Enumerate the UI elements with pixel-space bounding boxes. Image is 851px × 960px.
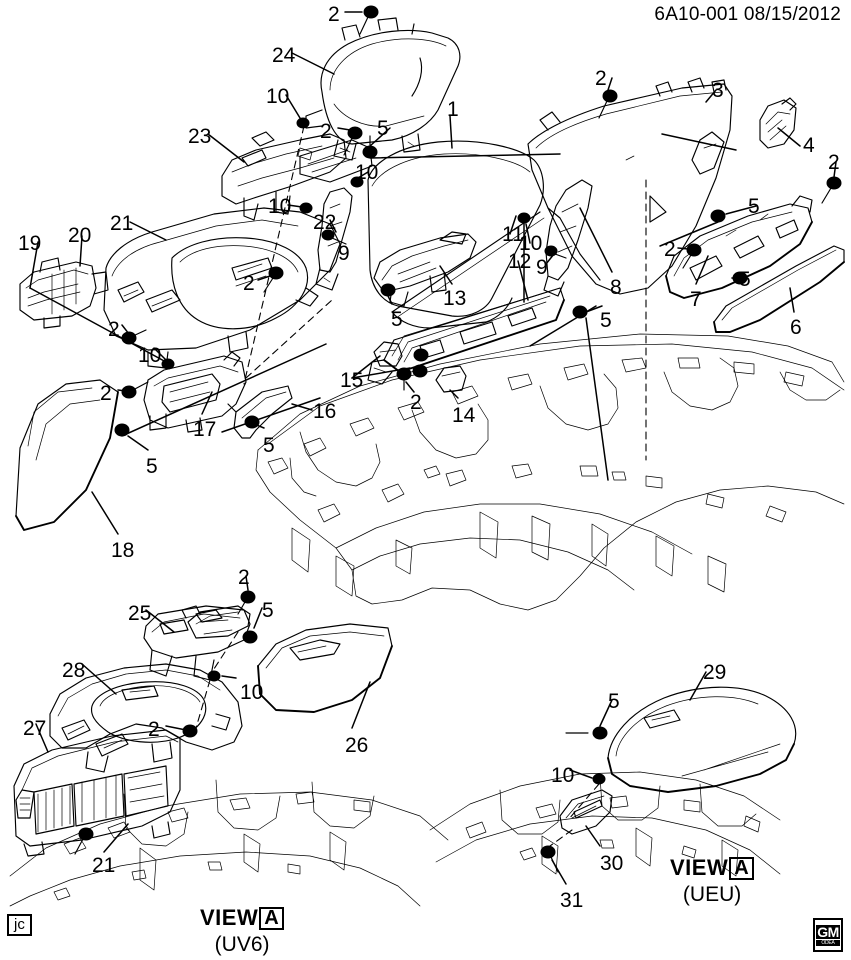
callout-10: 10 <box>551 764 575 787</box>
view-word: VIEW <box>200 905 259 930</box>
view-letter-box: A <box>259 906 285 930</box>
callout-2: 2 <box>664 238 676 261</box>
part-30-clip <box>559 789 613 835</box>
callout-2: 2 <box>410 391 422 414</box>
part-8-pillar-bracket <box>543 179 593 297</box>
callout-4: 4 <box>803 134 815 157</box>
callout-5: 5 <box>377 117 389 140</box>
part-28-console-trim <box>49 663 243 773</box>
console-carrier-uv6-right <box>429 771 781 877</box>
callout-14: 14 <box>452 404 476 427</box>
callout-2: 2 <box>243 272 255 295</box>
callout-9: 9 <box>536 256 548 279</box>
part-17-bezel <box>143 351 247 433</box>
part-24-cluster-hood <box>305 17 461 161</box>
callout-12: 12 <box>508 250 532 273</box>
callout-5: 5 <box>146 455 158 478</box>
leader-lines <box>29 11 837 885</box>
callout-5: 5 <box>748 195 760 218</box>
console-carrier-uv6 <box>9 779 449 907</box>
callout-26: 26 <box>345 734 369 757</box>
callout-1: 1 <box>447 98 459 121</box>
callout-5: 5 <box>608 690 620 713</box>
callout-2: 2 <box>100 382 112 405</box>
callout-2: 2 <box>595 67 607 90</box>
callout-10: 10 <box>268 195 292 218</box>
callout-13: 13 <box>443 287 467 310</box>
gm-logo-brand: GM <box>816 923 840 940</box>
callout-2: 2 <box>828 151 840 174</box>
part-14-plug <box>435 365 467 393</box>
callout-23: 23 <box>188 125 212 148</box>
part-20-side-vent <box>19 257 109 329</box>
callout-3: 3 <box>712 79 724 102</box>
callout-28: 28 <box>62 659 86 682</box>
part-6-trim-stick <box>713 245 845 333</box>
part-18-end-cap <box>15 379 119 531</box>
callout-6: 6 <box>790 316 802 339</box>
callout-5: 5 <box>600 309 612 332</box>
part-26-console-lid <box>257 623 393 713</box>
gm-logo: GM ODEA <box>813 918 843 952</box>
view-option-code: (UV6) <box>214 933 270 956</box>
callout-5: 5 <box>263 434 275 457</box>
view-word: VIEW <box>670 855 729 880</box>
callout-7: 7 <box>690 288 702 311</box>
callout-8: 8 <box>610 276 622 299</box>
callout-10: 10 <box>138 344 162 367</box>
callout-22: 22 <box>313 211 337 234</box>
callout-30: 30 <box>600 852 624 875</box>
callout-10: 10 <box>519 232 543 255</box>
part-3-right-panel <box>527 77 733 295</box>
part-7-right-trim <box>665 195 813 299</box>
gm-logo-sub: ODEA <box>816 939 840 946</box>
callout-2: 2 <box>108 318 120 341</box>
callout-27: 27 <box>23 717 47 740</box>
view-option-code: (UEU) <box>682 883 742 906</box>
instrument-panel-carrier <box>255 333 845 611</box>
callout-5: 5 <box>391 308 403 331</box>
part-29-cover <box>607 686 797 793</box>
callout-2: 2 <box>320 120 332 143</box>
callout-9: 9 <box>338 242 350 265</box>
part-27-module-box <box>13 729 181 857</box>
callout-15: 15 <box>340 369 364 392</box>
part-15-bracket <box>373 341 403 367</box>
callout-10: 10 <box>355 161 379 184</box>
callout-31: 31 <box>560 889 584 912</box>
part-center-plate <box>251 131 373 183</box>
callout-16: 16 <box>313 400 337 423</box>
callout-21: 21 <box>110 212 134 235</box>
callout-2: 2 <box>148 718 160 741</box>
callout-25: 25 <box>128 602 152 625</box>
callout-2: 2 <box>238 566 250 589</box>
callout-11: 11 <box>502 223 524 246</box>
view-arrow-mark <box>645 179 667 461</box>
view-letter-box: A <box>729 856 755 880</box>
console-top-plate <box>181 605 251 639</box>
drawing-code: 6A10-001 08/15/2012 <box>654 4 841 25</box>
part-4-vent <box>759 97 797 149</box>
callout-19: 19 <box>18 232 42 255</box>
callout-21: 21 <box>92 854 116 877</box>
callout-10: 10 <box>240 681 264 704</box>
callout-20: 20 <box>68 224 92 247</box>
callout-2: 2 <box>328 3 340 26</box>
callout-24: 24 <box>272 44 296 67</box>
callout-5: 5 <box>262 599 274 622</box>
callout-17: 17 <box>193 418 217 441</box>
initials-stamp: jc <box>7 914 32 936</box>
callout-18: 18 <box>111 539 135 562</box>
callout-29: 29 <box>703 661 727 684</box>
part-1-trim-pad <box>367 140 545 329</box>
callout-10: 10 <box>266 85 290 108</box>
part-16-trim-strip <box>227 385 293 439</box>
callout-5: 5 <box>739 268 751 291</box>
